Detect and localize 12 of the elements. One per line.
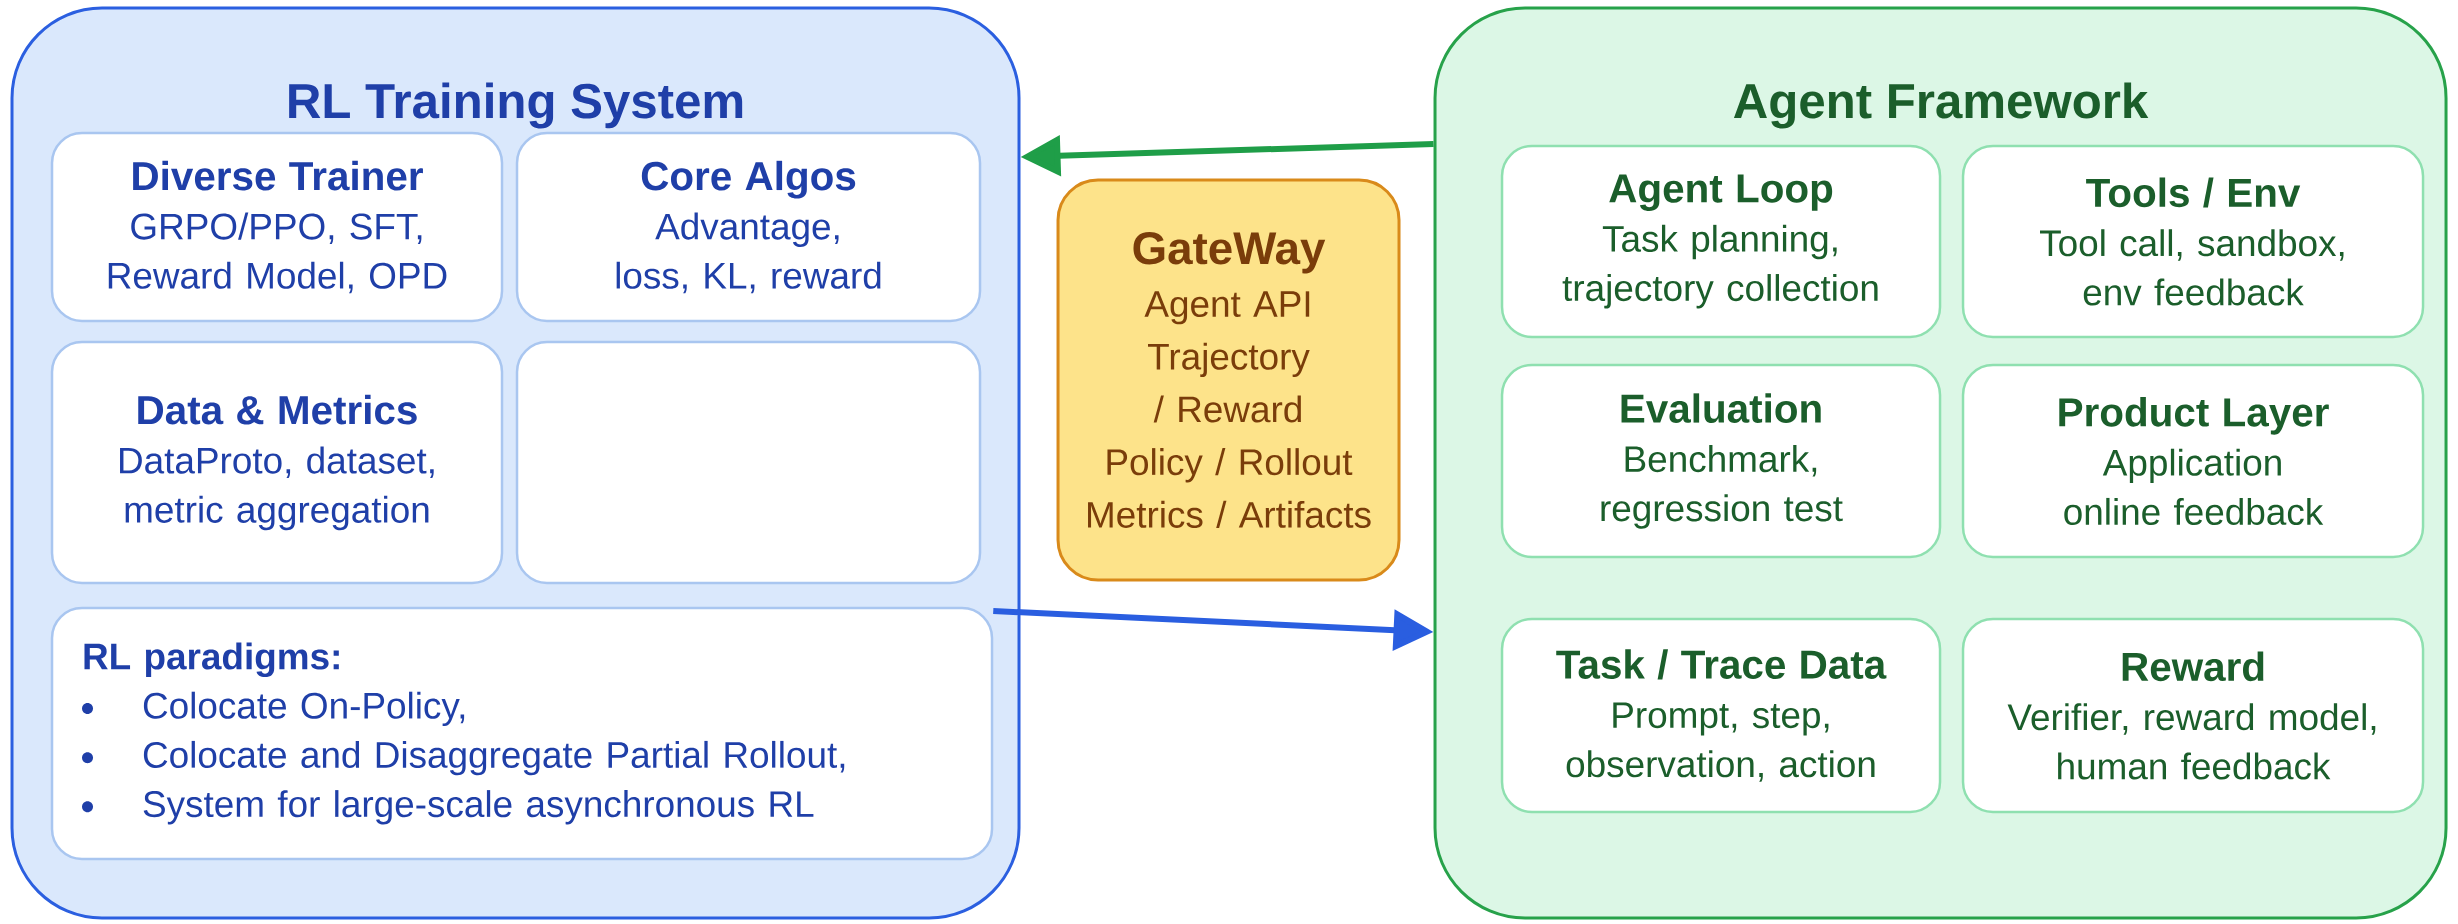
content-box [515, 340, 982, 585]
list-box: RL paradigms: Colocate On-Policy, Colocate and Disaggregate Partial Rollout, System for large-scale asynchronous RL [50, 606, 994, 861]
module-box: Agent Loop Task planning, trajectory collection [1500, 144, 1942, 339]
module-box: Data & Metrics DataProto, dataset, metric aggregation [50, 340, 504, 585]
module-box: Diverse Trainer GRPO/PPO, SFT, Reward Model, OPD [50, 131, 504, 323]
module-box: Evaluation Benchmark, regression test [1500, 363, 1942, 559]
module-box: Tools / Env Tool call, sandbox, env feedback [1961, 144, 2425, 339]
module-box: Core Algos Advantage, loss, KL, reward [515, 131, 982, 323]
module-box: Task / Trace Data Prompt, step, observation, action [1500, 617, 1942, 814]
gateway-box: GateWay Agent API Trajectory / Reward Policy / Rollout Metrics / Artifacts [1056, 178, 1401, 582]
module-box: Reward Verifier, reward model, human feedback [1961, 617, 2425, 814]
module-box: Product Layer Application online feedback [1961, 363, 2425, 559]
